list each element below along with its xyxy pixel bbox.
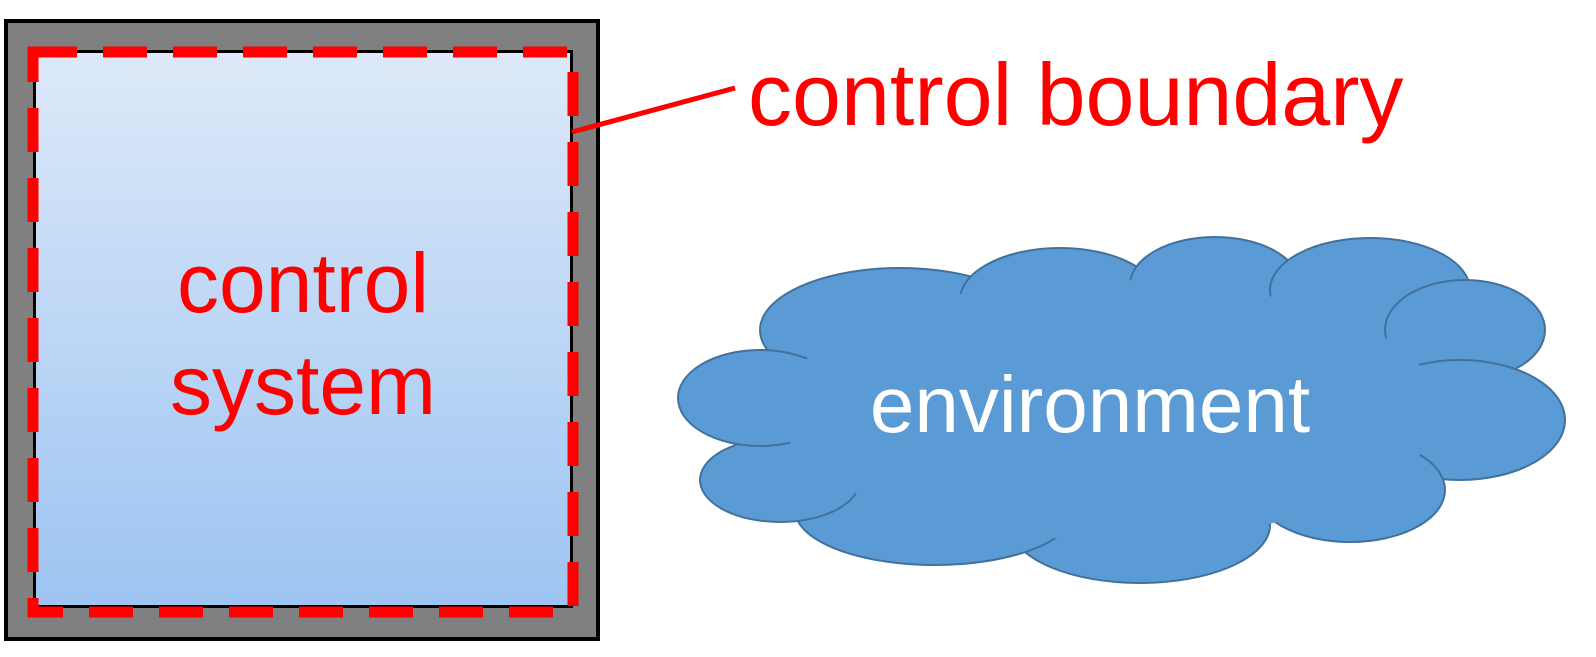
boundary-leader-line [571, 85, 736, 135]
control-system-label-line1: control [176, 236, 430, 330]
environment-cloud [677, 236, 1566, 584]
control-system-label: control system [33, 232, 573, 436]
environment-label: environment [869, 360, 1311, 449]
control-boundary-dashed-rect [27, 46, 579, 618]
control-system-label-line2: system [169, 338, 437, 432]
control-system-box [33, 50, 573, 608]
control-boundary-label: control boundary [748, 45, 1404, 144]
